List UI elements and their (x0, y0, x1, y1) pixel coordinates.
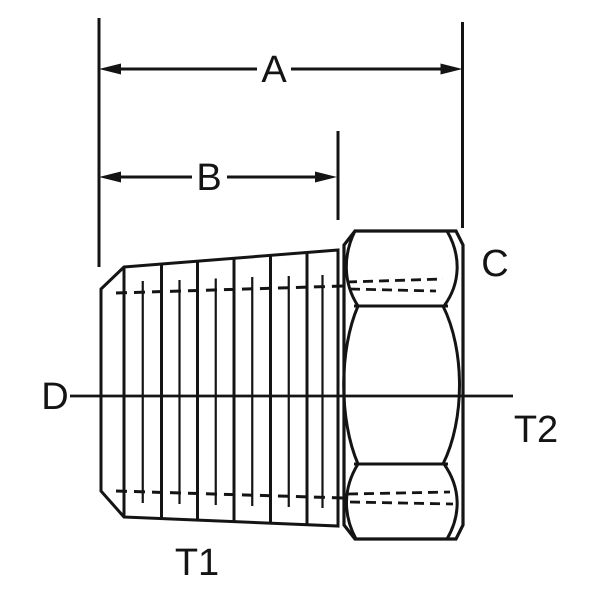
label-t2: T2 (514, 409, 558, 451)
thread-root-lines (141, 275, 324, 508)
extension-lines (97, 18, 464, 267)
internal-thread-hidden-lines (346, 277, 454, 506)
dim-a-arrowhead-right-icon (440, 63, 463, 75)
tapered-thread-section (99, 248, 345, 528)
dimension-a: A (99, 49, 463, 91)
label-t1: T1 (175, 542, 219, 584)
thread-root-hidden-lines (115, 284, 345, 500)
dimension-b: B (99, 157, 337, 199)
hex-body (342, 229, 465, 541)
dim-b-arrowhead-left-icon (99, 171, 121, 183)
dim-a-arrowhead-left-icon (99, 63, 121, 75)
hex-outline (342, 229, 465, 541)
label-c: C (481, 243, 508, 285)
dim-b-arrowhead-right-icon (315, 171, 337, 183)
label-dim-a: A (261, 49, 287, 91)
label-dim-b: B (196, 157, 221, 199)
hex-face-arcs (342, 230, 461, 540)
thread-crest-lines (122, 253, 309, 525)
label-d: D (41, 376, 68, 418)
hex-face-edges (354, 304, 448, 466)
